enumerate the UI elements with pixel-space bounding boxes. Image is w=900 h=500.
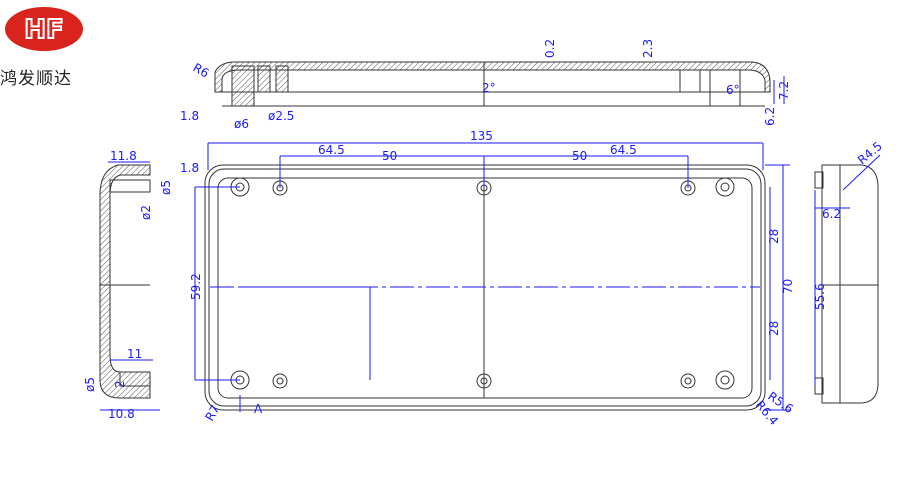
top-section-view: R6 1.8 ø6 ø2.5 0.2 2.3 2° 6° 7.2 6.2 xyxy=(180,39,791,131)
dim-label: 6° xyxy=(726,83,740,97)
right-side-view: R4.5 6.2 55.6 xyxy=(813,139,885,404)
dim-label: R7 xyxy=(202,403,222,424)
dim-label: 2.3 xyxy=(641,39,655,58)
dim-label: ø5 xyxy=(159,180,173,195)
dim-label: 50 xyxy=(382,149,397,163)
hf-logo: HF xyxy=(5,7,83,51)
front-view: 135 64.5 50 50 64.5 1.8 59.2 28 28 70 R7… xyxy=(180,129,796,428)
brand-name: 鸿发顺达 xyxy=(0,69,72,89)
dim-label: 0.2 xyxy=(543,39,557,58)
dim-label: 50 xyxy=(572,149,587,163)
dim-label: 28 xyxy=(767,229,781,244)
dim-label: 70 xyxy=(781,279,795,294)
dim-label: 28 xyxy=(767,321,781,336)
dim-label: 6.2 xyxy=(822,207,841,221)
dim-label: 11 xyxy=(127,347,142,361)
dim-label: 1.8 xyxy=(180,161,199,175)
logo-text: HF xyxy=(24,15,64,45)
dim-label: 10.8 xyxy=(108,407,135,421)
dim-label: 64.5 xyxy=(318,143,345,157)
dim-label: 64.5 xyxy=(610,143,637,157)
dim-label: ø2.5 xyxy=(268,109,294,123)
dim-label: R4.5 xyxy=(855,139,885,167)
dim-overall-length: 135 xyxy=(470,129,493,143)
dim-label: 11.8 xyxy=(110,149,137,163)
dim-label: 2° xyxy=(482,81,496,95)
dim-label: 55.6 xyxy=(813,283,827,310)
dim-label: 59.2 xyxy=(189,273,203,300)
dim-label: 1.8 xyxy=(180,109,199,123)
section-marker: A xyxy=(254,402,263,416)
mounting-holes xyxy=(230,177,735,390)
dim-label: ø2 xyxy=(139,205,153,220)
dim-label: ø6 xyxy=(234,117,249,131)
dim-label: 6.2 xyxy=(763,107,777,126)
dim-label: R6 xyxy=(191,60,212,80)
dim-label: 2 xyxy=(113,380,127,388)
dim-label: ø5 xyxy=(83,377,97,392)
left-side-view: 11.8 ø5 ø2 11 ø5 2 10.8 xyxy=(83,149,173,421)
